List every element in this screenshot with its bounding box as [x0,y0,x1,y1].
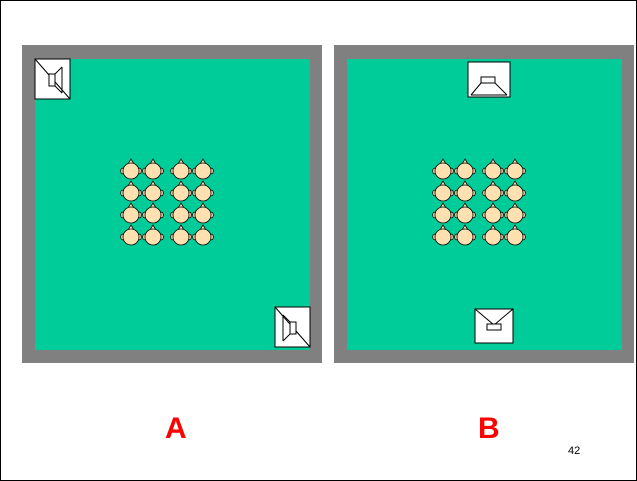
listener-head-icon [454,180,476,202]
listener-head-icon [142,202,164,224]
panel-label-b: B [478,412,500,445]
listener-head-icon [142,180,164,202]
listener-head-icon [142,158,164,180]
room-a-floor [35,59,310,350]
room-b-floor [347,59,622,350]
listener-head-icon [432,180,454,202]
speaker-icon [486,323,502,331]
listener-head-icon [170,224,192,246]
listener-head-icon [482,202,504,224]
listener-head-icon [504,202,526,224]
listener-head-icon [170,158,192,180]
listener-head-icon [504,158,526,180]
room-b-listener-grid [432,158,526,246]
room-a-speaker-bottom-right [274,306,311,348]
speaker-icon [48,73,56,87]
room-b-speaker-top-center [467,61,511,98]
listener-head-icon [170,202,192,224]
listener-head-icon [192,202,214,224]
listener-head-icon [454,158,476,180]
listener-head-icon [504,224,526,246]
listener-head-icon [504,180,526,202]
listener-head-icon [120,158,142,180]
listener-head-icon [432,224,454,246]
listener-head-icon [142,224,164,246]
room-a-svg [22,45,322,363]
speaker-icon [480,76,496,84]
listener-head-icon [170,180,192,202]
listener-head-icon [192,158,214,180]
listener-head-icon [482,180,504,202]
listener-head-icon [120,202,142,224]
room-a-diagram [22,45,322,363]
listener-head-icon [482,224,504,246]
speaker-icon [289,321,297,335]
room-b-speaker-bottom-center [474,308,514,344]
panel-label-a: A [165,412,187,445]
page-number: 42 [568,445,581,457]
listener-head-icon [120,180,142,202]
listener-head-icon [192,224,214,246]
listener-head-icon [120,224,142,246]
room-a-speaker-top-left [34,58,71,100]
listener-head-icon [192,180,214,202]
listener-head-icon [454,224,476,246]
listener-head-icon [432,202,454,224]
listener-head-icon [432,158,454,180]
room-a-listener-grid [120,158,214,246]
listener-head-icon [454,202,476,224]
room-b-svg [334,45,634,363]
room-b-diagram [334,45,634,363]
listener-head-icon [482,158,504,180]
